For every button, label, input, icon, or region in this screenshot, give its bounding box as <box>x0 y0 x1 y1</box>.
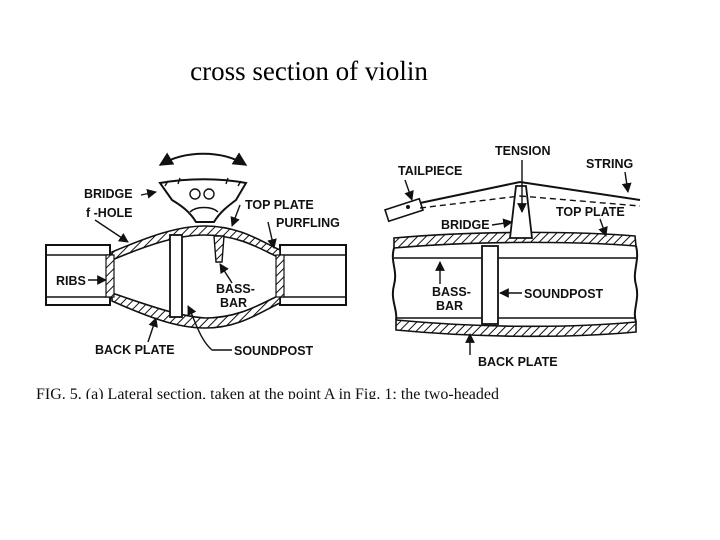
label-tailpiece: TAILPIECE <box>398 164 462 178</box>
lateral-section: BRIDGE f -HOLE TOP PLATE PURFLING RIBS B… <box>45 152 347 358</box>
slide-title: cross section of violin <box>190 56 428 86</box>
bridge-left <box>158 178 248 223</box>
label-tension: TENSION <box>495 144 551 158</box>
label-f-hole: f -HOLE <box>86 206 133 220</box>
label-back-plate-right: BACK PLATE <box>478 355 558 369</box>
label-bridge-right: BRIDGE <box>441 218 490 232</box>
back-plate-section <box>111 291 281 329</box>
label-bass-bar-right-2: BAR <box>436 299 463 313</box>
label-bass-bar-2: BAR <box>220 296 247 310</box>
tailpiece <box>384 197 424 223</box>
longitudinal-section: TENSION TAILPIECE STRING BRIDGE TOP PLAT… <box>384 144 641 369</box>
label-top-plate-right: TOP PLATE <box>556 205 625 219</box>
bass-bar-left <box>213 235 225 263</box>
bridge-right <box>508 185 534 239</box>
right-rib-block <box>279 244 347 306</box>
label-string: STRING <box>586 157 633 171</box>
label-top-plate: TOP PLATE <box>245 198 314 212</box>
left-rib <box>105 254 115 298</box>
label-bass-bar-1: BASS- <box>216 282 255 296</box>
label-back-plate: BACK PLATE <box>95 343 175 357</box>
back-plate-right <box>395 319 637 338</box>
right-rib <box>275 254 285 298</box>
soundpost-left <box>169 234 183 318</box>
label-ribs: RIBS <box>56 274 86 288</box>
soundpost-right <box>481 245 499 325</box>
label-bridge: BRIDGE <box>84 187 133 201</box>
label-purfling: PURFLING <box>276 216 340 230</box>
figure-caption: FIG. 5. (a) Lateral section, taken at th… <box>36 386 499 403</box>
label-soundpost: SOUNDPOST <box>234 344 314 358</box>
label-soundpost-right: SOUNDPOST <box>524 287 604 301</box>
label-bass-bar-right-1: BASS- <box>432 285 471 299</box>
